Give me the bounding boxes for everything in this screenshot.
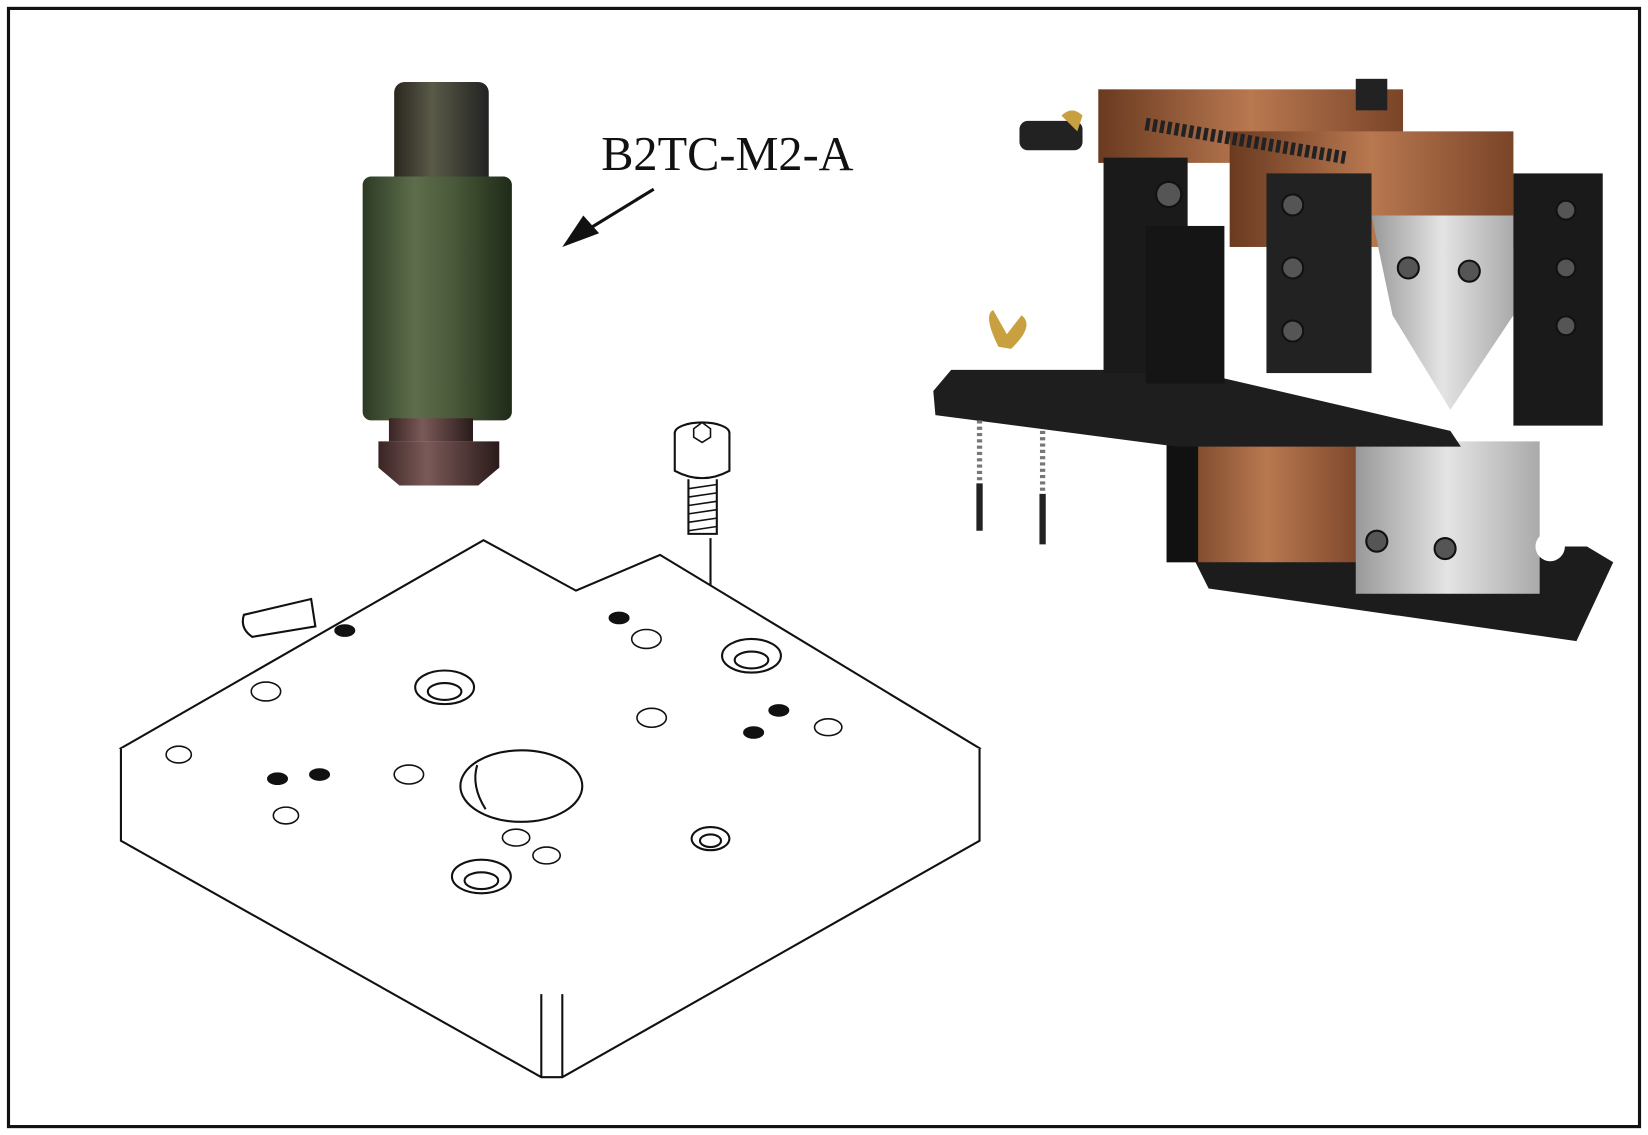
crimp-applicator-image (933, 78, 1614, 642)
screw-icon (673, 421, 731, 535)
diagram-frame (6, 6, 1642, 1129)
part-label: B2TC-M2-A (601, 128, 853, 181)
pin-part-image (362, 81, 512, 486)
arrow-icon (562, 187, 655, 247)
plate-drawing (118, 538, 982, 1079)
